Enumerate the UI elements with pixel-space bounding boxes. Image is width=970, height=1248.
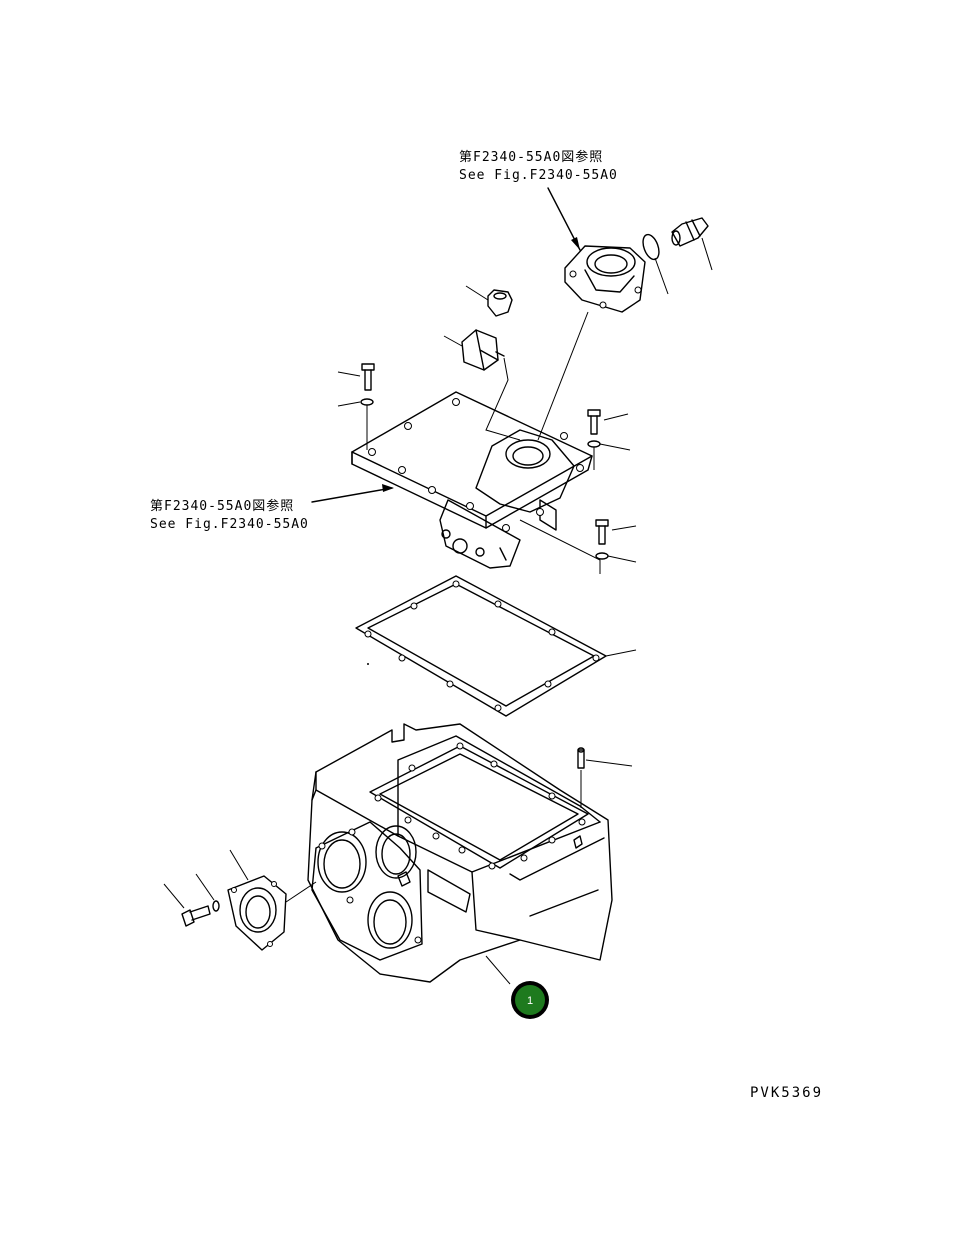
elbow-housing: [564, 245, 646, 313]
callout-1-fill: [515, 985, 545, 1015]
bolt-side: [181, 905, 211, 927]
alignment-line-side-cover: [285, 881, 317, 903]
reference-top-arrowhead: [571, 237, 580, 250]
leader-washer-side: [195, 873, 215, 901]
alignment-line-solenoid: [485, 357, 521, 441]
bolt-right-upper: [587, 409, 601, 435]
dowel-pin: [577, 747, 585, 769]
reference-middle-jp: 第F2340-55A0図参照: [150, 498, 294, 514]
leader-sensor: [701, 237, 713, 271]
leader-solenoid: [443, 335, 463, 347]
callout-1[interactable]: 1: [511, 981, 549, 1019]
alignment-line-elbow: [537, 311, 589, 441]
reference-middle-arrowhead: [382, 484, 394, 492]
washer-right-upper: [587, 440, 601, 448]
washer-right-lower: [595, 552, 609, 560]
leader-transmission-case: [485, 955, 511, 985]
callout-1-number: 1: [527, 995, 533, 1007]
reference-top-jp: 第F2340-55A0図参照: [459, 149, 603, 165]
top-cover: [351, 391, 593, 569]
leader-side-cover: [229, 849, 249, 881]
leader-bolt-right-upper: [603, 413, 629, 421]
leader-bolt-top-left: [337, 371, 361, 377]
bolt-top-left: [361, 363, 375, 391]
solenoid-block: [461, 329, 505, 371]
leader-gasket: [605, 649, 637, 657]
leader-dowel-pin: [585, 759, 633, 767]
alignment-line-cover: [519, 519, 601, 574]
leader-washer-top-left: [337, 401, 361, 407]
leader-o-ring: [654, 257, 669, 295]
leader-bolt-right-lower: [611, 525, 637, 531]
leader-washer-right-lower: [607, 555, 637, 563]
reference-label-top: 第F2340-55A0図参照 See Fig.F2340-55A0: [459, 149, 618, 183]
drawing-code: PVK5369: [750, 1085, 823, 1101]
reference-top-en: See Fig.F2340-55A0: [459, 168, 618, 183]
leader-bolt-side: [163, 883, 185, 909]
bolt-right-lower: [595, 519, 609, 545]
dot-mark: [367, 663, 369, 665]
reference-middle-arrow: [311, 487, 393, 503]
leader-washer-right-upper: [599, 443, 631, 451]
leader-plug: [465, 285, 489, 301]
o-ring: [642, 233, 660, 261]
reference-middle-en: See Fig.F2340-55A0: [150, 517, 309, 532]
transmission-case: [307, 723, 613, 983]
plug: [487, 289, 513, 317]
side-cover: [227, 875, 287, 951]
washer-top-left: [360, 398, 374, 406]
washer-side: [212, 900, 220, 912]
reference-label-middle: 第F2340-55A0図参照 See Fig.F2340-55A0: [150, 498, 309, 532]
sensor-switch: [671, 217, 709, 247]
gasket: [355, 575, 607, 717]
